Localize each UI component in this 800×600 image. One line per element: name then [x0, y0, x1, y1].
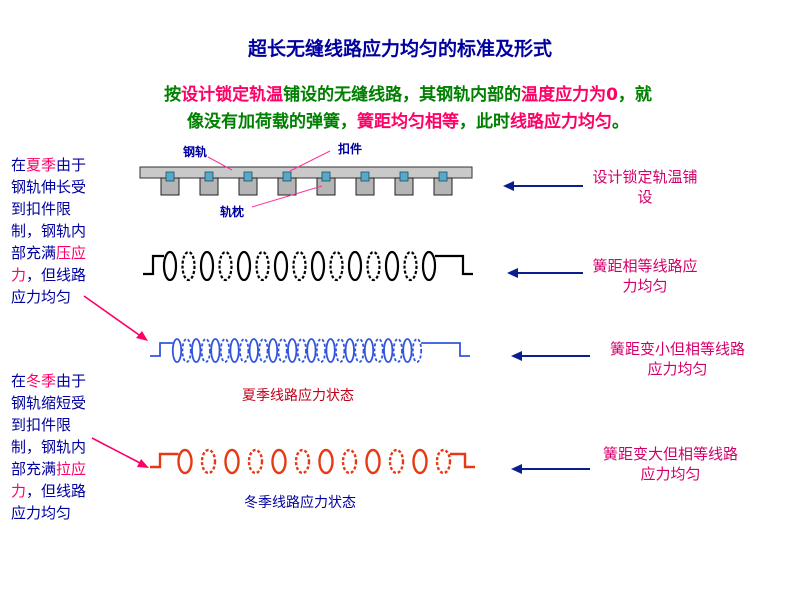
arrow-equal	[507, 268, 583, 278]
spring-summer	[150, 338, 470, 363]
spring-coil	[248, 338, 259, 363]
spring-coil	[200, 338, 211, 363]
fastener-leader-line	[289, 150, 331, 172]
spring-coil	[354, 338, 365, 363]
label-larger: 簧距变大但相等线路应力均匀	[602, 445, 738, 483]
intro-paragraph: 按设计锁定轨温铺设的无缝线路，其钢轨内部的温度应力为0，就 像没有加荷载的弹簧，…	[98, 82, 718, 136]
spring-coil	[191, 338, 202, 363]
spring-coil	[310, 250, 326, 282]
spring-neutral	[143, 250, 473, 282]
rail	[139, 166, 473, 179]
spring-coil	[277, 338, 288, 363]
page-title: 超长无缝线路应力均匀的标准及形式	[247, 38, 552, 60]
spring-coil	[411, 338, 423, 363]
sleepers	[160, 171, 453, 196]
spring-coil	[363, 338, 375, 363]
spring-coil	[287, 338, 298, 363]
spring-coil	[402, 338, 413, 363]
spring-coil	[294, 448, 311, 475]
spring-coil	[218, 250, 233, 282]
spring-coil	[255, 250, 270, 282]
spring-coil	[435, 448, 452, 475]
spring-coil	[335, 338, 346, 363]
spring-coil	[177, 448, 193, 475]
arrow-larger	[511, 464, 590, 474]
spring-coil	[171, 338, 183, 363]
spring-coil	[200, 448, 217, 475]
spring-coil	[181, 338, 192, 363]
spring-coil	[292, 250, 307, 282]
fastener	[204, 171, 214, 182]
sleeper-leader-line	[251, 185, 323, 208]
label-equal: 簧距相等线路应力均匀	[592, 257, 698, 295]
spring-coil	[421, 250, 437, 282]
spring-coil	[199, 250, 215, 282]
spring-coil	[403, 250, 418, 282]
winter-note-arrow	[91, 437, 149, 468]
spring-coil	[366, 250, 381, 282]
spring-coil	[365, 448, 381, 475]
spring-coil	[388, 448, 405, 475]
label-smaller: 簧距变小但相等线路应力均匀	[609, 340, 745, 378]
fastener	[282, 171, 292, 182]
summer-note-arrow	[83, 295, 148, 341]
spring-coil	[383, 338, 394, 363]
spring-coil	[210, 338, 221, 363]
spring-coil	[229, 338, 240, 363]
spring-coil	[347, 250, 363, 282]
rail-leader-line	[207, 156, 233, 171]
spring-coil	[318, 448, 334, 475]
intro-line-1: 按设计锁定轨温铺设的无缝线路，其钢轨内部的温度应力为0，就	[164, 85, 652, 105]
spring-coil	[219, 338, 231, 363]
label-design: 设计锁定轨温铺设	[592, 168, 698, 206]
spring-coil	[325, 338, 336, 363]
spring-coil	[258, 338, 269, 363]
spring-coil	[273, 250, 289, 282]
spring-coil	[344, 338, 355, 363]
fastener	[243, 171, 253, 182]
spring-coil	[271, 448, 287, 475]
spring-coil	[373, 338, 384, 363]
spring-coil	[384, 250, 400, 282]
arrow-design	[503, 181, 583, 191]
arrow-smaller	[511, 351, 590, 361]
spring-coil	[412, 448, 428, 475]
spring-coil	[236, 250, 252, 282]
spring-coil	[392, 338, 403, 363]
summer-caption: 夏季线路应力状态	[242, 388, 354, 404]
fastener	[438, 171, 448, 182]
fastener	[399, 171, 409, 182]
rail-label: 钢轨	[183, 145, 208, 159]
spring-coil	[247, 448, 264, 475]
fastener	[321, 171, 331, 182]
fastener	[165, 171, 175, 182]
spring-coil	[296, 338, 307, 363]
spring-coil	[315, 338, 327, 363]
winter-note: 在冬季由于钢轨缩短受到扣件限制，钢轨内部充满拉应力，但线路应力均匀	[11, 372, 87, 522]
spring-coil	[162, 250, 178, 282]
sleeper-label: 轨枕	[220, 205, 245, 219]
spring-winter	[150, 448, 475, 475]
winter-caption: 冬季线路应力状态	[244, 495, 356, 511]
spring-coil	[341, 448, 358, 475]
spring-coil	[239, 338, 250, 363]
spring-coil	[181, 250, 196, 282]
intro-line-2: 像没有加荷载的弹簧，簧距均匀相等，此时线路应力均匀。	[187, 112, 629, 132]
fastener	[360, 171, 370, 182]
spring-coil	[306, 338, 317, 363]
summer-note: 在夏季由于钢轨伸长受到扣件限制，钢轨内部充满压应力，但线路应力均匀	[11, 156, 87, 306]
spring-coil	[329, 250, 344, 282]
spring-coil	[224, 448, 240, 475]
spring-coil	[267, 338, 279, 363]
fastener-label: 扣件	[338, 142, 363, 156]
